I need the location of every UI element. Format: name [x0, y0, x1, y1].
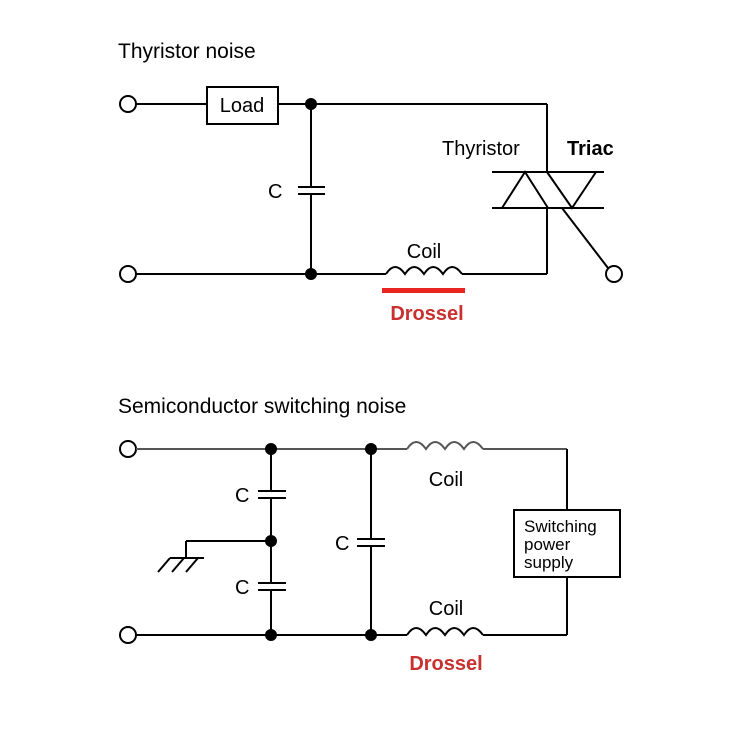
junction-dot [265, 629, 277, 641]
coil-bottom-label: Coil [429, 598, 463, 620]
coil-label: Coil [407, 241, 441, 263]
cap-mid-label: C [335, 533, 349, 555]
thyristor-label: Thyristor [442, 138, 520, 160]
cap-bottom-label: C [235, 577, 249, 599]
coil-inductor-bottom [406, 627, 484, 637]
triac-label: Triac [567, 138, 614, 160]
switching-power-supply-box [513, 509, 621, 578]
psu-line1: Switching [524, 517, 597, 536]
ground-icon [157, 540, 271, 573]
load-label: Load [220, 95, 265, 117]
junction-dot [305, 268, 317, 280]
coil-top-label: Coil [429, 469, 463, 491]
load-box [206, 86, 279, 125]
drossel-underline [382, 288, 465, 293]
terminal-top-left [119, 95, 137, 113]
triac-symbol [492, 170, 609, 269]
terminal-bottom-left-2 [119, 626, 137, 644]
cap-top-label: C [235, 485, 249, 507]
coil-inductor-top [406, 441, 484, 451]
terminal-top-left-2 [119, 440, 137, 458]
terminal-gate [605, 265, 623, 283]
psu-line2: power [524, 535, 571, 554]
capacitor-label: C [268, 181, 282, 203]
psu-line3: supply [524, 553, 574, 572]
coil-inductor [385, 266, 463, 276]
junction-dot [365, 629, 377, 641]
switching-noise-title: Semiconductor switching noise [118, 395, 406, 418]
terminal-bottom-left [119, 265, 137, 283]
drossel-label: Drossel [390, 303, 463, 325]
drossel-label-2: Drossel [409, 653, 482, 675]
thyristor-noise-title: Thyristor noise [118, 40, 256, 63]
